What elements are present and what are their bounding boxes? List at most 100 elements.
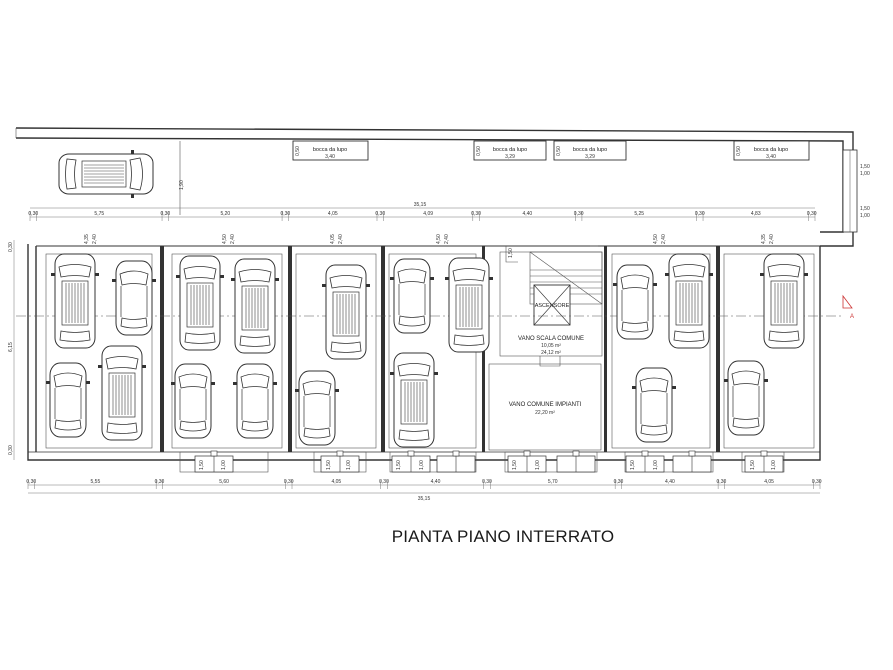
car [759, 253, 809, 349]
bay-dim: 4,35 [761, 234, 767, 244]
dim-label: 4,09 [423, 211, 433, 217]
dim-label: 0,30 [614, 479, 624, 485]
dim-label: 0,30 [379, 479, 389, 485]
window [556, 450, 596, 473]
light-well-depth: 0,50 [295, 146, 301, 156]
car [631, 367, 677, 443]
lift-label: ASCENSORE [535, 303, 570, 309]
bay-dim: 2,40 [769, 234, 775, 244]
car [97, 345, 147, 441]
light-well-label: bocca da lupo [754, 147, 788, 153]
car [321, 264, 371, 360]
car [612, 264, 658, 340]
light-well: bocca da lupo 3,29 0,50 [473, 140, 547, 161]
dim-label: 0,30 [695, 211, 705, 217]
outer-wall [15, 127, 858, 247]
dim-label: 4,40 [665, 479, 675, 485]
car [230, 258, 280, 354]
light-well: bocca da lupo 3,29 0,50 [553, 140, 627, 161]
window-dim: 1,50 [750, 460, 756, 470]
dim-label: 5,70 [548, 479, 558, 485]
window-dim: 1,50 [630, 460, 636, 470]
light-well: bocca da lupo 3,40 0,50 [292, 140, 369, 161]
bay-dim: 4,50 [653, 234, 659, 244]
section-marker: A [850, 314, 854, 320]
car [50, 253, 100, 349]
window-dim: 1,00 [653, 460, 659, 470]
light-well-width: 3,40 [325, 154, 335, 160]
dim-label: 4,40 [522, 211, 532, 217]
window-dim: 1,50 [199, 460, 205, 470]
dim-label: 4,05 [764, 479, 774, 485]
bay-dim: 2,40 [92, 234, 98, 244]
light-well-label: bocca da lupo [573, 147, 607, 153]
dim-label: 0,30 [471, 211, 481, 217]
bottom-total-dim: 35,15 [418, 496, 431, 502]
car [170, 363, 216, 439]
car [444, 257, 494, 353]
right-dim: 1,50 [860, 164, 870, 170]
light-well-width: 3,29 [585, 154, 595, 160]
dim-label: 5,20 [220, 211, 230, 217]
window-dim: 1,50 [396, 460, 402, 470]
dim-label: 0,30 [375, 211, 385, 217]
dim-label: 4,40 [431, 479, 441, 485]
light-well-width: 3,29 [505, 154, 515, 160]
window-dim: 1,50 [512, 460, 518, 470]
dim-label: 0,30 [155, 479, 165, 485]
stair-room-area-total: 24,12 m² [541, 350, 561, 356]
light-well-depth: 0,50 [736, 146, 742, 156]
dim-label: 0,30 [482, 479, 492, 485]
window-dim: 1,00 [771, 460, 777, 470]
bay-dim: 4,35 [84, 234, 90, 244]
stair-room-area: 10,05 m² [541, 343, 561, 349]
dim-label: 5,60 [219, 479, 229, 485]
stair-room-name: VANO SCALA COMUNE [518, 336, 584, 342]
light-well-width: 3,40 [766, 154, 776, 160]
dim-label: 0,30 [812, 479, 822, 485]
bottom-dimension-chain: 0,30 5,55 0,30 5,60 0,30 4,05 0,30 4,40 0,30 5,70… [26, 479, 821, 502]
left-dim: 0,30 [8, 445, 14, 455]
window-dim: 1,00 [419, 460, 425, 470]
right-dim: 1,00 [860, 171, 870, 177]
dim-label: 0,30 [28, 211, 38, 217]
light-well: bocca da lupo 3,40 0,50 [733, 140, 810, 161]
car [389, 258, 435, 334]
window-dim: 1,00 [535, 460, 541, 470]
window [436, 450, 476, 473]
dim-label: 5,75 [94, 211, 104, 217]
left-dim: 0,30 [8, 242, 14, 252]
drawing-title: PIANTA PIANO INTERRATO [392, 527, 615, 546]
bay-dim: 4,50 [436, 234, 442, 244]
driveway-car [58, 149, 154, 199]
dim-label: 0,30 [574, 211, 584, 217]
plant-room-name: VANO COMUNE IMPIANTI [509, 402, 582, 408]
car [45, 362, 91, 438]
car [232, 363, 278, 439]
bay-dim: 4,05 [330, 234, 336, 244]
bay-dims: 4,35 2,40 4,50 2,40 4,05 2,40 4,50 2,40 … [84, 234, 775, 244]
right-side-dims: 1,50 1,00 1,50 1,00 1,90 [179, 164, 870, 219]
bay-dim: 2,40 [444, 234, 450, 244]
light-well-depth: 0,50 [476, 146, 482, 156]
dim-label: 0,30 [807, 211, 817, 217]
light-well-depth: 0,50 [556, 146, 562, 156]
car [723, 360, 769, 436]
window-dim: 1,50 [326, 460, 332, 470]
dim-label: 0,30 [160, 211, 170, 217]
car [294, 370, 340, 446]
car [111, 260, 157, 336]
plant-room-area: 22,20 m² [535, 410, 555, 416]
bay-dim: 2,40 [338, 234, 344, 244]
top-total-dim: 35,15 [414, 202, 427, 208]
bay-dim: 2,40 [661, 234, 667, 244]
stair-core: ASCENSORE VANO SCALA COMUNE 10,05 m² 24,… [499, 245, 603, 367]
dim-label: 5,55 [91, 479, 101, 485]
dim-label: 4,05 [331, 479, 341, 485]
dim-label: 0,30 [26, 479, 36, 485]
stair-door-dim: 1,50 [508, 248, 514, 258]
left-side-dims: 0,30 6,15 0,30 [8, 240, 15, 460]
plant-room: VANO COMUNE IMPIANTI 22,20 m² [488, 363, 602, 451]
